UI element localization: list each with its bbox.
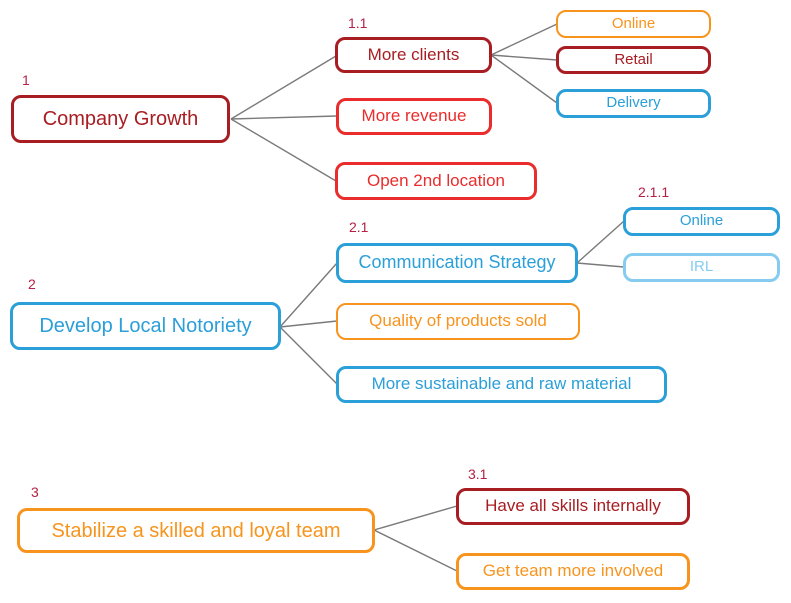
node-company-growth[interactable]: Company Growth [11, 95, 230, 143]
link-communication-irl [576, 262, 625, 268]
node-label: Open 2nd location [367, 170, 505, 190]
node-number-3-1: 3.1 [468, 466, 488, 482]
node-develop-local-notoriety[interactable]: Develop Local Notoriety [10, 302, 281, 350]
node-number-1-1: 1.1 [348, 15, 368, 31]
link-develop-sustainable [279, 326, 338, 385]
node-delivery[interactable]: Delivery [556, 89, 711, 118]
node-label: Quality of products sold [369, 311, 547, 331]
node-number-2-1: 2.1 [349, 219, 369, 235]
link-moreclients-retail [490, 54, 558, 61]
node-label: Communication Strategy [358, 252, 556, 273]
node-have-all-skills-internally[interactable]: Have all skills internally [456, 488, 690, 525]
link-company-moreclients [230, 55, 337, 120]
node-label: IRL [689, 258, 714, 276]
link-company-morerevenue [230, 115, 338, 120]
node-quality-of-products-sold[interactable]: Quality of products sold [336, 303, 580, 340]
node-label: Online [611, 14, 656, 32]
link-develop-quality [279, 320, 338, 328]
node-label: Stabilize a skilled and loyal team [51, 519, 341, 542]
node-number-2: 2 [28, 276, 36, 292]
link-communication-online [576, 220, 625, 264]
node-online-clients[interactable]: Online [556, 10, 711, 38]
node-label: Online [679, 212, 724, 230]
node-retail[interactable]: Retail [556, 46, 711, 74]
node-number-1: 1 [22, 72, 30, 88]
node-get-team-more-involved[interactable]: Get team more involved [456, 553, 690, 590]
node-number-2-1-1: 2.1.1 [638, 184, 670, 200]
node-label: Have all skills internally [485, 496, 661, 516]
node-label: More revenue [361, 106, 467, 126]
link-moreclients-online [490, 23, 558, 56]
node-open-2nd-location[interactable]: Open 2nd location [335, 162, 537, 200]
node-label: Company Growth [42, 108, 199, 130]
node-communication-strategy[interactable]: Communication Strategy [336, 243, 578, 283]
node-label: Delivery [606, 94, 661, 112]
link-moreclients-delivery [490, 54, 558, 104]
link-stabilize-skills [373, 505, 458, 531]
node-label: More sustainable and raw material [371, 374, 632, 394]
node-label: Develop Local Notoriety [39, 315, 252, 337]
link-stabilize-involved [373, 529, 458, 572]
node-stabilize-skilled-loyal-team[interactable]: Stabilize a skilled and loyal team [17, 508, 375, 553]
node-more-revenue[interactable]: More revenue [336, 98, 492, 135]
node-number-3: 3 [31, 484, 39, 500]
node-label: More clients [367, 44, 460, 64]
node-more-sustainable-raw-material[interactable]: More sustainable and raw material [336, 366, 667, 403]
link-develop-communication [279, 262, 338, 328]
node-label: Retail [614, 50, 653, 68]
node-more-clients[interactable]: More clients [335, 37, 492, 73]
node-online-communication[interactable]: Online [623, 207, 780, 236]
node-label: Get team more involved [482, 561, 664, 581]
node-irl[interactable]: IRL [623, 253, 780, 282]
link-company-open2nd [230, 118, 337, 182]
